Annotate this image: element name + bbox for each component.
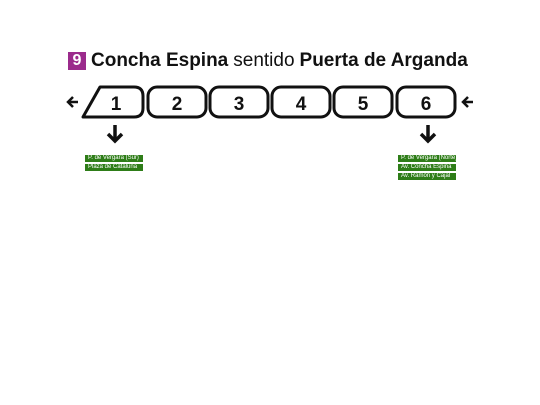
car-number-4: 4 xyxy=(296,94,307,115)
car-number-1: 1 xyxy=(111,94,122,115)
car-3 xyxy=(208,85,270,119)
exit-label: P. de Vergara (Sur) xyxy=(85,155,143,162)
direction-word: sentido xyxy=(233,50,295,71)
exit-label: Av. Ramón y Cajal xyxy=(398,173,456,180)
car-1 xyxy=(81,85,145,119)
exits-car-1: P. de Vergara (Sur) Plaza de Cataluña xyxy=(85,155,143,171)
arrow-down-icon xyxy=(106,125,124,144)
car-number-6: 6 xyxy=(421,94,432,115)
arrow-down-icon xyxy=(419,125,437,144)
line-badge: 9 xyxy=(68,52,86,70)
arrow-left-icon xyxy=(66,96,78,108)
station-title: 9 Concha Espina sentido Puerta de Argand… xyxy=(68,46,468,76)
car-number-2: 2 xyxy=(172,94,183,115)
car-6 xyxy=(395,85,457,119)
car-4 xyxy=(270,85,332,119)
origin-station: Concha Espina xyxy=(91,50,229,71)
arrow-left-icon xyxy=(461,96,473,108)
exit-label: Av. Concha Espina xyxy=(398,164,456,171)
exit-label: P. de Vergara (Norte) xyxy=(398,155,456,162)
exits-car-6: P. de Vergara (Norte) Av. Concha Espina … xyxy=(398,155,456,180)
car-5 xyxy=(332,85,394,119)
car-2 xyxy=(146,85,208,119)
car-number-3: 3 xyxy=(234,94,245,115)
car-number-5: 5 xyxy=(358,94,369,115)
destination-station: Puerta de Arganda xyxy=(299,50,468,71)
exit-label: Plaza de Cataluña xyxy=(85,164,143,171)
